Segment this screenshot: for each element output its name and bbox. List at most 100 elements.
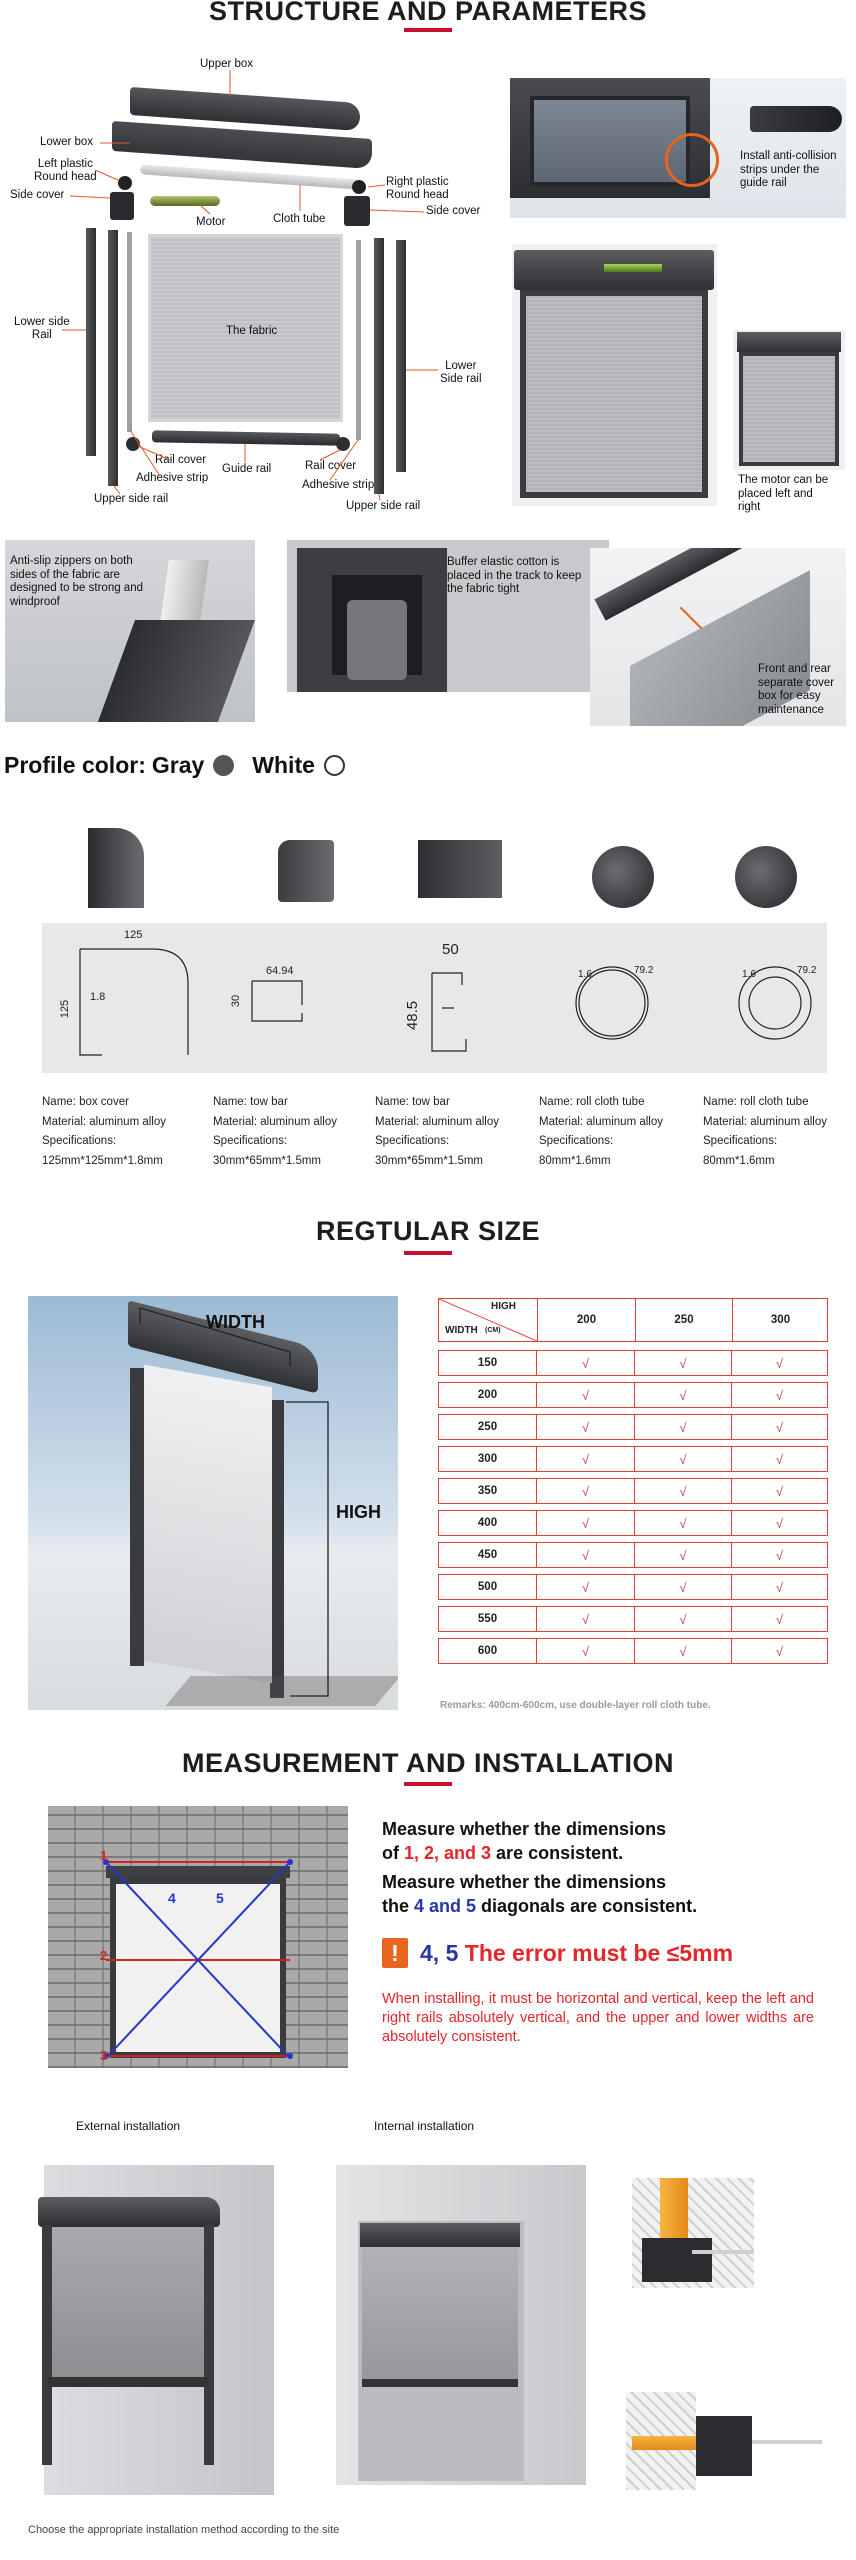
check-mark: √ (634, 1382, 731, 1408)
check-mark: √ (731, 1574, 828, 1600)
anti-collision-photo (510, 78, 846, 218)
profile-spec-value: 30mm*65mm*1.5mm (375, 1154, 483, 1167)
label-external-installation: External installation (76, 2119, 181, 2133)
motor-part (150, 196, 220, 206)
profile-color-row: Profile color: Gray White (4, 752, 345, 779)
white-swatch (323, 755, 345, 776)
dim-box-height: 125 (59, 999, 72, 1019)
measure-line2c: diagonals are consistent. (476, 1896, 698, 1916)
width-cell: 300 (438, 1446, 536, 1472)
profile-spec-label: Specifications: (539, 1135, 614, 1147)
check-mark: √ (634, 1638, 731, 1664)
check-mark: √ (731, 1510, 828, 1536)
width-cell: 500 (438, 1574, 536, 1600)
width-cell: 400 (438, 1510, 536, 1536)
check-mark: √ (536, 1638, 634, 1664)
check-mark: √ (634, 1574, 731, 1600)
table-row: 200√√√ (438, 1382, 828, 1408)
dim-tube1-thickness: 1.6 (578, 969, 592, 980)
profile-color-white: White (252, 752, 315, 778)
title-underline (404, 1782, 452, 1786)
check-mark: √ (634, 1446, 731, 1472)
profile-spec-label: Specifications: (703, 1135, 778, 1147)
check-mark: √ (536, 1446, 634, 1472)
height-300: 300 (732, 1299, 828, 1341)
motor-window-photo (512, 244, 717, 506)
check-mark: √ (731, 1382, 828, 1408)
profile-spec-value: 125mm*125mm*1.8mm (42, 1154, 163, 1167)
section-title-size: REGTULAR SIZE (315, 1216, 540, 1246)
measure-line2b: the (382, 1896, 415, 1916)
check-mark: √ (536, 1574, 634, 1600)
upper-side-rail-left-part (108, 230, 118, 486)
caption-anti-collision: Install anti-collision strips under the … (740, 150, 837, 189)
check-mark: √ (731, 1606, 828, 1632)
check-mark: √ (731, 1542, 828, 1568)
profile-spec-value: 80mm*1.6mm (539, 1154, 611, 1167)
profile-drawings (79, 948, 812, 1056)
upper-side-rail-right-part (374, 238, 384, 494)
width-cell: 200 (438, 1382, 536, 1408)
section-title-measure: MEASUREMENT AND INSTALLATION (182, 1748, 674, 1778)
title-underline (404, 28, 452, 32)
install-note: When installing, it must be horizontal a… (382, 1991, 814, 2045)
check-mark: √ (731, 1350, 828, 1376)
profile-color-gray: Gray (151, 752, 205, 778)
label-internal-installation: Internal installation (374, 2119, 475, 2133)
check-mark: √ (536, 1350, 634, 1376)
internal-fixing-detail (626, 2392, 826, 2490)
label-left-plastic: Left plastic Round head (34, 158, 97, 183)
alert-icon: ! (382, 1938, 408, 1968)
size-table-header: HIGH WIDTH (CM) 200 250 300 (438, 1298, 828, 1342)
label-rail-cover-left: Rail cover (155, 454, 207, 466)
check-mark: √ (536, 1510, 634, 1536)
internal-install-photo (324, 2145, 598, 2517)
check-mark: √ (536, 1414, 634, 1440)
size-table: 150√√√200√√√250√√√300√√√350√√√400√√√450√… (438, 1344, 828, 1670)
high-label: HIGH (336, 1502, 381, 1522)
dim-box-thickness: 1.8 (90, 991, 106, 1003)
measure-nums1: 1, 2, and 3 (404, 1843, 492, 1863)
size-remark: Remarks: 400cm-600cm, use double-layer r… (440, 1700, 711, 1711)
profile-spec-label: Specifications: (213, 1135, 288, 1147)
left-side-cover-part (110, 192, 134, 220)
zipper-photo (5, 540, 255, 722)
measure-wall-photo: 1 2 3 4 5 (48, 1806, 348, 2068)
measure-text-1: Measure whether the dimensions of 1, 2, … (382, 1817, 666, 1865)
label-guide-rail: Guide rail (222, 463, 272, 475)
alert-text: The error must be ≤5mm (458, 1939, 734, 1966)
label-right-plastic: Right plastic Round head (386, 176, 449, 201)
width-cell: 250 (438, 1414, 536, 1440)
profile-name: Name: roll cloth tube (703, 1096, 809, 1108)
measure-text-2: Measure whether the dimensions the 4 and… (382, 1870, 697, 1918)
dim-tube1-diameter: 79.2 (634, 965, 654, 976)
check-mark: √ (634, 1478, 731, 1504)
check-mark: √ (634, 1350, 731, 1376)
label-side-cover-left: Side cover (10, 189, 65, 201)
width-cell: 350 (438, 1478, 536, 1504)
external-fixing-detail (632, 2178, 754, 2288)
error-alert: ! 4, 5 The error must be ≤5mm (382, 1938, 733, 1968)
measure-line1c: are consistent. (491, 1843, 624, 1863)
measure-line1b: of (382, 1843, 404, 1863)
corner-width: WIDTH (445, 1325, 478, 1336)
table-row: 500√√√ (438, 1574, 828, 1600)
measure-nums2: 4 and 5 (414, 1896, 477, 1916)
label-lower-side-rail-left: Lower side Rail (14, 316, 70, 341)
label-rail-cover-right: Rail cover (305, 460, 357, 472)
rail-cover-right-part (336, 437, 350, 451)
buffer-photo (287, 540, 609, 692)
height-200: 200 (537, 1299, 635, 1341)
caption-cover-box: Front and rear separate cover box for ea… (758, 663, 835, 716)
dim-towbar2-height: 48.5 (404, 1000, 422, 1031)
table-row: 450√√√ (438, 1542, 828, 1568)
right-side-cover-part (344, 196, 370, 226)
check-mark: √ (536, 1478, 634, 1504)
profile-drawings-panel: 125 125 1.8 64.94 30 50 48.5 1.6 79.2 1.… (42, 923, 827, 1073)
check-mark: √ (634, 1510, 731, 1536)
corner-high: HIGH (491, 1301, 516, 1312)
